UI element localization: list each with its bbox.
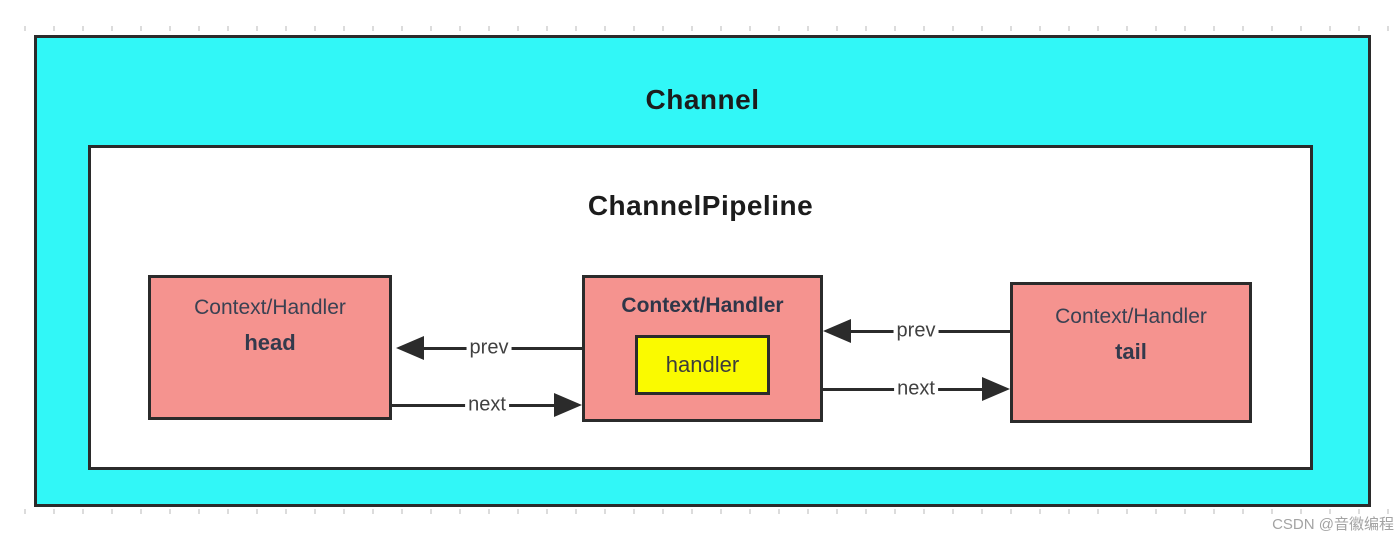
channel-title: Channel [645, 84, 760, 115]
node-head-type: Context/Handler [194, 296, 346, 319]
handler-label: handler [665, 352, 740, 377]
node-tail-type: Context/Handler [1055, 305, 1207, 328]
ruler-ticks-top [24, 26, 1400, 31]
handler-box: handler [635, 335, 770, 395]
pipeline-box: ChannelPipeline Context/Handler head Con… [88, 145, 1313, 470]
arrow-label-right-next: next [894, 377, 938, 401]
arrowhead-left-prev-icon [396, 336, 424, 360]
arrowhead-right-next-icon [554, 393, 582, 417]
arrow-label-right-prev: prev [893, 319, 939, 343]
arrow-label-left-next: next [465, 393, 509, 417]
node-middle: Context/Handler handler [582, 275, 823, 422]
arrowhead-right-next2-icon [982, 377, 1010, 401]
node-tail-name: tail [1115, 339, 1147, 364]
ruler-ticks-bottom [24, 509, 1400, 514]
arrowhead-left-prev2-icon [823, 319, 851, 343]
node-head-name: head [244, 330, 296, 355]
pipeline-title: ChannelPipeline [587, 190, 814, 221]
arrow-label-left-prev: prev [466, 336, 512, 360]
watermark: CSDN @音徽编程 [1272, 516, 1394, 533]
channel-box: Channel ChannelPipeline Context/Handler … [34, 35, 1371, 507]
node-head: Context/Handler head [148, 275, 392, 420]
node-tail: Context/Handler tail [1010, 282, 1252, 423]
node-middle-type: Context/Handler [621, 294, 784, 317]
